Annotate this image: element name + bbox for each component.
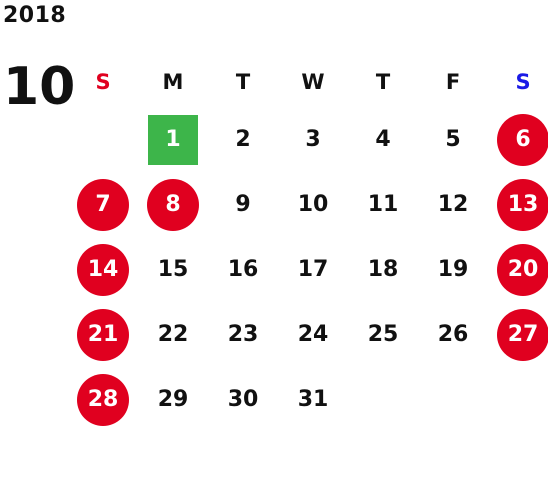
calendar-cell: 13 [488,172,548,237]
calendar-day[interactable]: 31 [297,386,329,412]
calendar-cell: 8 [138,172,208,237]
calendar-week-row: 21 22 23 24 25 26 27 [68,302,548,367]
calendar-day[interactable]: 16 [227,256,259,282]
calendar-cell: 28 [68,367,138,432]
calendar-cell: 7 [68,172,138,237]
calendar-day[interactable]: 26 [437,321,469,347]
calendar-day[interactable]: 18 [367,256,399,282]
calendar-day-holiday[interactable]: 27 [497,308,548,361]
weekday-header-tuesday: T [235,70,251,94]
calendar-cell [488,367,548,432]
calendar-cell: 19 [418,237,488,302]
calendar-cell: 18 [348,237,418,302]
calendar-cell: 12 [418,172,488,237]
calendar-cell: 9 [208,172,278,237]
calendar-cell: 27 [488,302,548,367]
calendar-cell: 30 [208,367,278,432]
calendar-cell: 11 [348,172,418,237]
calendar-cell: 22 [138,302,208,367]
calendar-cell: 1 [138,107,208,172]
weekday-header-wednesday: W [301,70,325,94]
calendar-year: 2018 [3,3,67,28]
calendar-week-row: 28 29 30 31 [68,367,548,432]
calendar-cell: 26 [418,302,488,367]
weekday-header-monday: M [162,70,184,94]
calendar-day-holiday[interactable]: 7 [77,178,129,231]
calendar-cell: 2 [208,107,278,172]
weekday-header-friday: F [445,70,461,94]
calendar-day[interactable]: 30 [227,386,259,412]
calendar-day[interactable]: 11 [367,191,399,217]
calendar-day[interactable]: 2 [235,126,251,152]
calendar-cell: 25 [348,302,418,367]
weekday-header-thursday: T [375,70,391,94]
calendar-cell: 17 [278,237,348,302]
calendar-day-holiday[interactable]: 21 [77,308,129,361]
calendar-cell: 6 [488,107,548,172]
calendar-cell [418,367,488,432]
calendar-week-row: 14 15 16 17 18 19 20 [68,237,548,302]
calendar-day[interactable]: 19 [437,256,469,282]
calendar-cell: 29 [138,367,208,432]
calendar-cell: 23 [208,302,278,367]
calendar-month-number: 10 [3,57,76,117]
calendar-week-row: 1 2 3 4 5 6 [68,107,548,172]
calendar-cell: 31 [278,367,348,432]
calendar-cell: 5 [418,107,488,172]
calendar-day[interactable]: 29 [157,386,189,412]
calendar-cell: 20 [488,237,548,302]
calendar-cell: 3 [278,107,348,172]
calendar-cell: 16 [208,237,278,302]
calendar-day-today[interactable]: 1 [148,114,198,165]
weekday-header-saturday: S [515,70,531,94]
calendar-cell [348,367,418,432]
calendar-cell: 21 [68,302,138,367]
calendar-cell: 4 [348,107,418,172]
calendar-day-holiday[interactable]: 6 [497,113,548,166]
weekday-header-sunday: S [95,70,111,94]
calendar-day[interactable]: 3 [305,126,321,152]
calendar-cell: 15 [138,237,208,302]
calendar-day[interactable]: 24 [297,321,329,347]
calendar-cell: 14 [68,237,138,302]
calendar-day[interactable]: 17 [297,256,329,282]
calendar-day[interactable]: 23 [227,321,259,347]
calendar-cell: 10 [278,172,348,237]
calendar-day[interactable]: 4 [375,126,391,152]
calendar-cell: 24 [278,302,348,367]
calendar-cell [68,107,138,172]
calendar-day[interactable]: 25 [367,321,399,347]
calendar-day-holiday[interactable]: 13 [497,178,548,231]
calendar-day[interactable]: 10 [297,191,329,217]
calendar-day-holiday[interactable]: 28 [77,373,129,426]
calendar-day-holiday[interactable]: 8 [147,178,199,231]
calendar-day-holiday[interactable]: 14 [77,243,129,296]
calendar-day-holiday[interactable]: 20 [497,243,548,296]
calendar-day[interactable]: 9 [235,191,251,217]
calendar-day[interactable]: 12 [437,191,469,217]
calendar-day[interactable]: 15 [157,256,189,282]
weekday-header-row: S M T W T F S [68,57,548,107]
calendar-day[interactable]: 5 [445,126,461,152]
calendar-day[interactable]: 22 [157,321,189,347]
